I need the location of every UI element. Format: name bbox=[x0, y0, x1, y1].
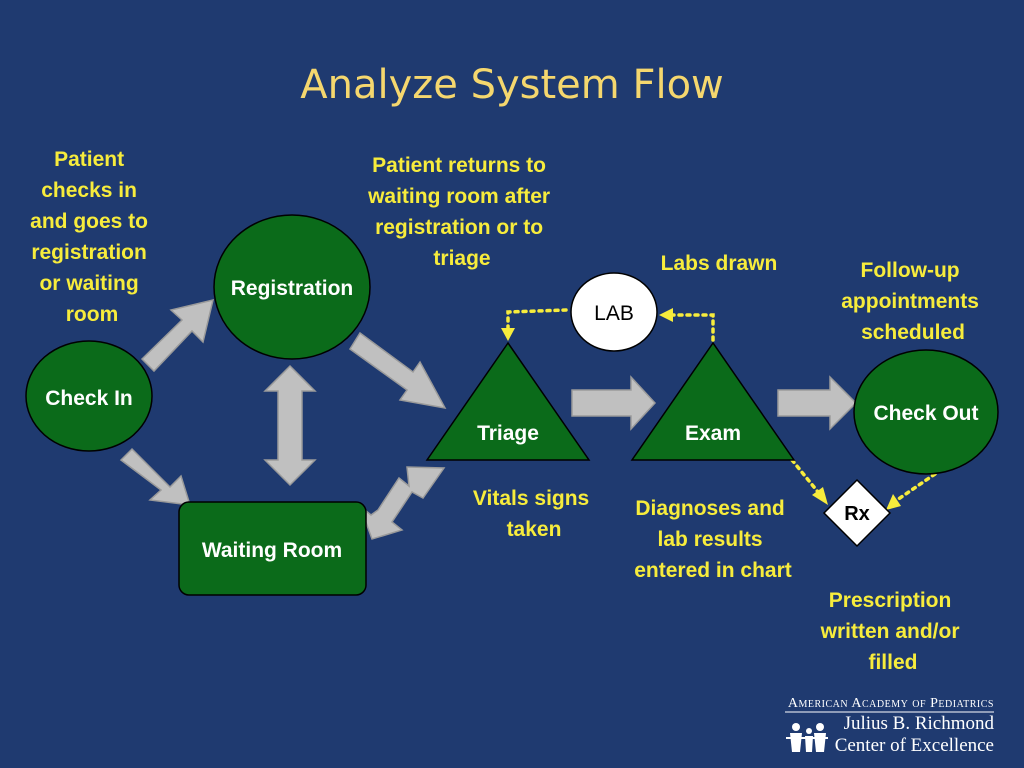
return-note: Patient returns to waiting room after re… bbox=[367, 154, 556, 270]
dotted-exam-to-lab bbox=[670, 313, 715, 342]
dotted-arrowhead-lab bbox=[659, 308, 673, 322]
exam-label: Exam bbox=[685, 422, 741, 445]
labs-note: Labs drawn bbox=[661, 252, 778, 275]
node-registration[interactable]: Registration bbox=[213, 214, 371, 360]
dotted-connectors bbox=[501, 308, 937, 510]
vitals-note: Vitals signs taken bbox=[473, 487, 595, 541]
node-check-in[interactable]: Check In bbox=[25, 340, 153, 452]
arrow-exam-to-checkout bbox=[777, 375, 858, 431]
dotted-checkout-to-rx bbox=[895, 472, 937, 502]
followup-note: Follow-up appointments scheduled bbox=[841, 259, 985, 344]
node-check-out[interactable]: Check Out bbox=[853, 349, 999, 475]
registration-label: Registration bbox=[231, 277, 354, 300]
node-rx[interactable]: Rx bbox=[822, 478, 892, 548]
logo-line1: Julius B. Richmond bbox=[844, 713, 995, 734]
node-triage[interactable]: Triage bbox=[425, 341, 591, 461]
triage-label: Triage bbox=[477, 422, 539, 445]
arrow-triage-to-exam bbox=[571, 375, 657, 431]
dotted-arrowhead-rx bbox=[812, 487, 828, 505]
check-in-label: Check In bbox=[45, 387, 133, 410]
node-waiting-room[interactable]: Waiting Room bbox=[178, 501, 367, 596]
aap-logo: American Academy of Pediatrics Julius B.… bbox=[785, 696, 994, 756]
node-lab[interactable]: LAB bbox=[570, 272, 658, 352]
waiting-room-label: Waiting Room bbox=[202, 539, 342, 562]
dotted-arrowhead-rx-right bbox=[886, 494, 901, 510]
node-exam[interactable]: Exam bbox=[630, 341, 796, 461]
dotted-lab-to-triage bbox=[506, 308, 568, 332]
logo-org-name: American Academy of Pediatrics bbox=[788, 696, 994, 711]
dotted-exam-to-rx bbox=[790, 458, 820, 494]
page-title: Analyze System Flow bbox=[300, 62, 724, 108]
logo-line2: Center of Excellence bbox=[835, 735, 994, 756]
check-out-label: Check Out bbox=[873, 402, 978, 425]
lab-label: LAB bbox=[594, 302, 634, 325]
arrow-waiting-room-triage bbox=[358, 466, 446, 540]
arrow-checkin-to-waiting-room bbox=[119, 447, 192, 506]
check-in-note: Patient checks in and goes to registrati… bbox=[30, 148, 154, 326]
diagnoses-note: Diagnoses and lab results entered in cha… bbox=[634, 497, 792, 582]
dotted-arrowhead-triage bbox=[501, 328, 515, 341]
prescription-note: Prescription written and/or filled bbox=[820, 589, 966, 674]
family-figures-icon bbox=[786, 723, 828, 752]
arrow-checkin-to-registration bbox=[140, 298, 215, 373]
flow-arrows bbox=[119, 298, 858, 540]
arrow-registration-waiting-room bbox=[263, 364, 317, 487]
arrow-registration-to-triage bbox=[348, 331, 447, 410]
rx-label: Rx bbox=[844, 503, 870, 525]
